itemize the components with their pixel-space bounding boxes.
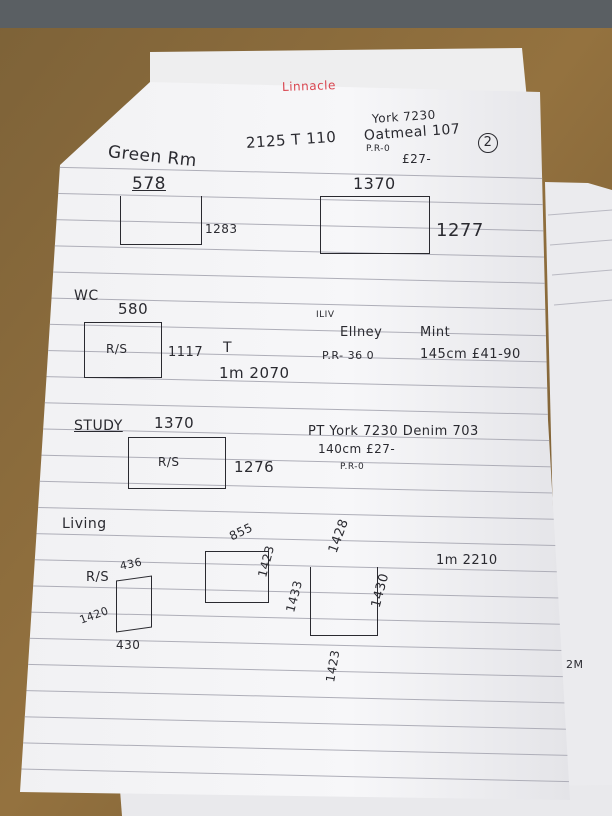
ruled-line bbox=[20, 479, 570, 495]
header-price: £27- bbox=[402, 152, 432, 166]
ruled-line bbox=[20, 663, 570, 679]
living-box1-bottom: 430 bbox=[116, 638, 141, 652]
wc-note: ILIV bbox=[316, 310, 335, 320]
study-inner: R/S bbox=[158, 455, 180, 469]
ruled-line bbox=[20, 532, 570, 548]
study-product: PT York 7230 Denim 703 bbox=[308, 424, 479, 439]
green-box2-height: 1277 bbox=[436, 220, 484, 241]
ruled-line bbox=[20, 244, 570, 260]
ruled-line bbox=[20, 427, 570, 443]
ruled-line bbox=[20, 296, 570, 312]
wc-pr: P.R- 36 0 bbox=[322, 349, 375, 362]
living-box2 bbox=[205, 551, 269, 603]
ruled-line bbox=[20, 453, 570, 469]
green-box1-height: 1283 bbox=[205, 222, 238, 236]
ruled-line bbox=[20, 768, 570, 784]
ruled-line bbox=[20, 637, 570, 653]
ruled-line bbox=[20, 584, 570, 600]
ruled-line bbox=[20, 506, 570, 522]
ruled-line bbox=[20, 348, 570, 364]
wc-box bbox=[84, 322, 162, 378]
study-height: 1276 bbox=[234, 458, 275, 476]
ruled-line bbox=[20, 558, 570, 574]
ruled-line bbox=[20, 165, 570, 181]
study-width-price: 140cm £27- bbox=[318, 442, 396, 456]
wc-colour: Mint bbox=[420, 325, 451, 340]
wc-product: Ellney bbox=[340, 325, 383, 340]
header-pr: P.R-0 bbox=[366, 144, 391, 154]
study-pr: P.R-0 bbox=[340, 462, 365, 472]
wc-total: 1m 2070 bbox=[219, 364, 290, 382]
ruled-line bbox=[20, 322, 570, 338]
ruled-line bbox=[20, 741, 570, 757]
wc-inner: R/S bbox=[106, 342, 128, 356]
ruled-line bbox=[20, 270, 570, 286]
wc-label: WC bbox=[74, 288, 99, 304]
wc-width-price: 145cm £41-90 bbox=[420, 347, 521, 362]
back-sheet-text: Linnacle bbox=[281, 78, 337, 94]
wc-height: 1117 bbox=[168, 345, 204, 360]
ruled-line bbox=[20, 689, 570, 705]
living-box1-inner: R/S bbox=[86, 570, 110, 585]
study-box bbox=[128, 437, 226, 489]
notepad-page bbox=[20, 82, 570, 800]
green-box2-width: 1370 bbox=[353, 174, 396, 193]
ruled-line bbox=[20, 401, 570, 417]
ruled-line bbox=[20, 217, 570, 233]
study-width: 1370 bbox=[154, 414, 195, 432]
living-label: Living bbox=[62, 516, 107, 532]
green-box1-width: 578 bbox=[132, 174, 166, 194]
green-box1 bbox=[120, 196, 202, 245]
side-sheet-text: 2M bbox=[566, 658, 584, 671]
wc-t: T bbox=[223, 340, 233, 356]
ruled-line bbox=[20, 610, 570, 626]
ruled-line bbox=[20, 715, 570, 731]
page-number: 2 bbox=[478, 133, 498, 153]
living-box3 bbox=[310, 567, 378, 636]
green-box2 bbox=[320, 196, 430, 254]
living-box1 bbox=[116, 575, 152, 633]
ruled-line bbox=[20, 191, 570, 207]
study-label: STUDY bbox=[74, 418, 123, 434]
living-total: 1m 2210 bbox=[436, 553, 498, 568]
wc-width: 580 bbox=[118, 300, 149, 318]
